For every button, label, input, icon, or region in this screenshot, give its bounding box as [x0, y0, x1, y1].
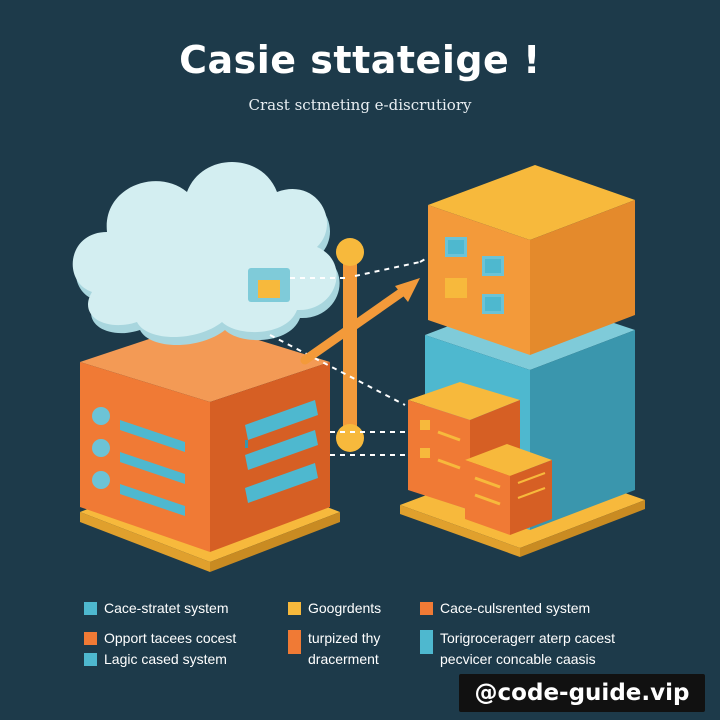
legend-label: Cace-culsrented system: [440, 600, 591, 616]
orange-cube-windows: [445, 237, 504, 314]
cloud-shape: [72, 162, 340, 345]
left-server-bars: [245, 400, 318, 503]
legend-item-6: Torigroceragerr aterp cacest pecvicer co…: [420, 628, 615, 670]
flow-arrow: [300, 278, 420, 365]
right-tower-right: [530, 330, 635, 530]
small-boxes: [408, 382, 552, 535]
connector-pillar: [336, 238, 364, 452]
legend-item-0: Cace-stratet system: [84, 598, 228, 619]
left-server-knobs: [92, 407, 185, 516]
legend-item-1: Googrdents: [288, 598, 381, 619]
legend-swatch: [84, 602, 97, 615]
legend-swatch: [288, 630, 301, 654]
left-server-top: [80, 322, 330, 402]
legend-item-2: Cace-culsrented system: [420, 598, 590, 619]
legend-label: Torigroceragerr aterp cacest pecvicer co…: [440, 630, 616, 667]
legend-swatch: [420, 630, 433, 654]
legend-label: Googrdents: [308, 600, 382, 616]
orange-cube-right: [530, 200, 635, 355]
legend-swatch: [84, 632, 97, 645]
legend-swatch: [420, 602, 433, 615]
page-subtitle: Crast sctmeting e-discrutiory: [248, 96, 472, 114]
watermark-badge: @code-guide.vip: [459, 674, 705, 712]
legend-item-3: Opport tacees cocest: [84, 628, 236, 649]
legend-label: turpized thy dracerment: [308, 630, 381, 667]
legend-label: Opport tacees cocest: [104, 630, 237, 646]
legend-item-5: turpized thy dracerment: [288, 628, 380, 670]
orange-cube: [428, 165, 635, 355]
legend-swatch: [84, 653, 97, 666]
legend-label: Lagic cased system: [104, 651, 227, 667]
left-server-block: [80, 322, 340, 572]
legend-label: Cace-stratet system: [104, 600, 229, 616]
page-title: Casie sttateige !: [179, 38, 541, 82]
legend-swatch: [288, 602, 301, 615]
legend-item-4: Lagic cased system: [84, 649, 227, 670]
